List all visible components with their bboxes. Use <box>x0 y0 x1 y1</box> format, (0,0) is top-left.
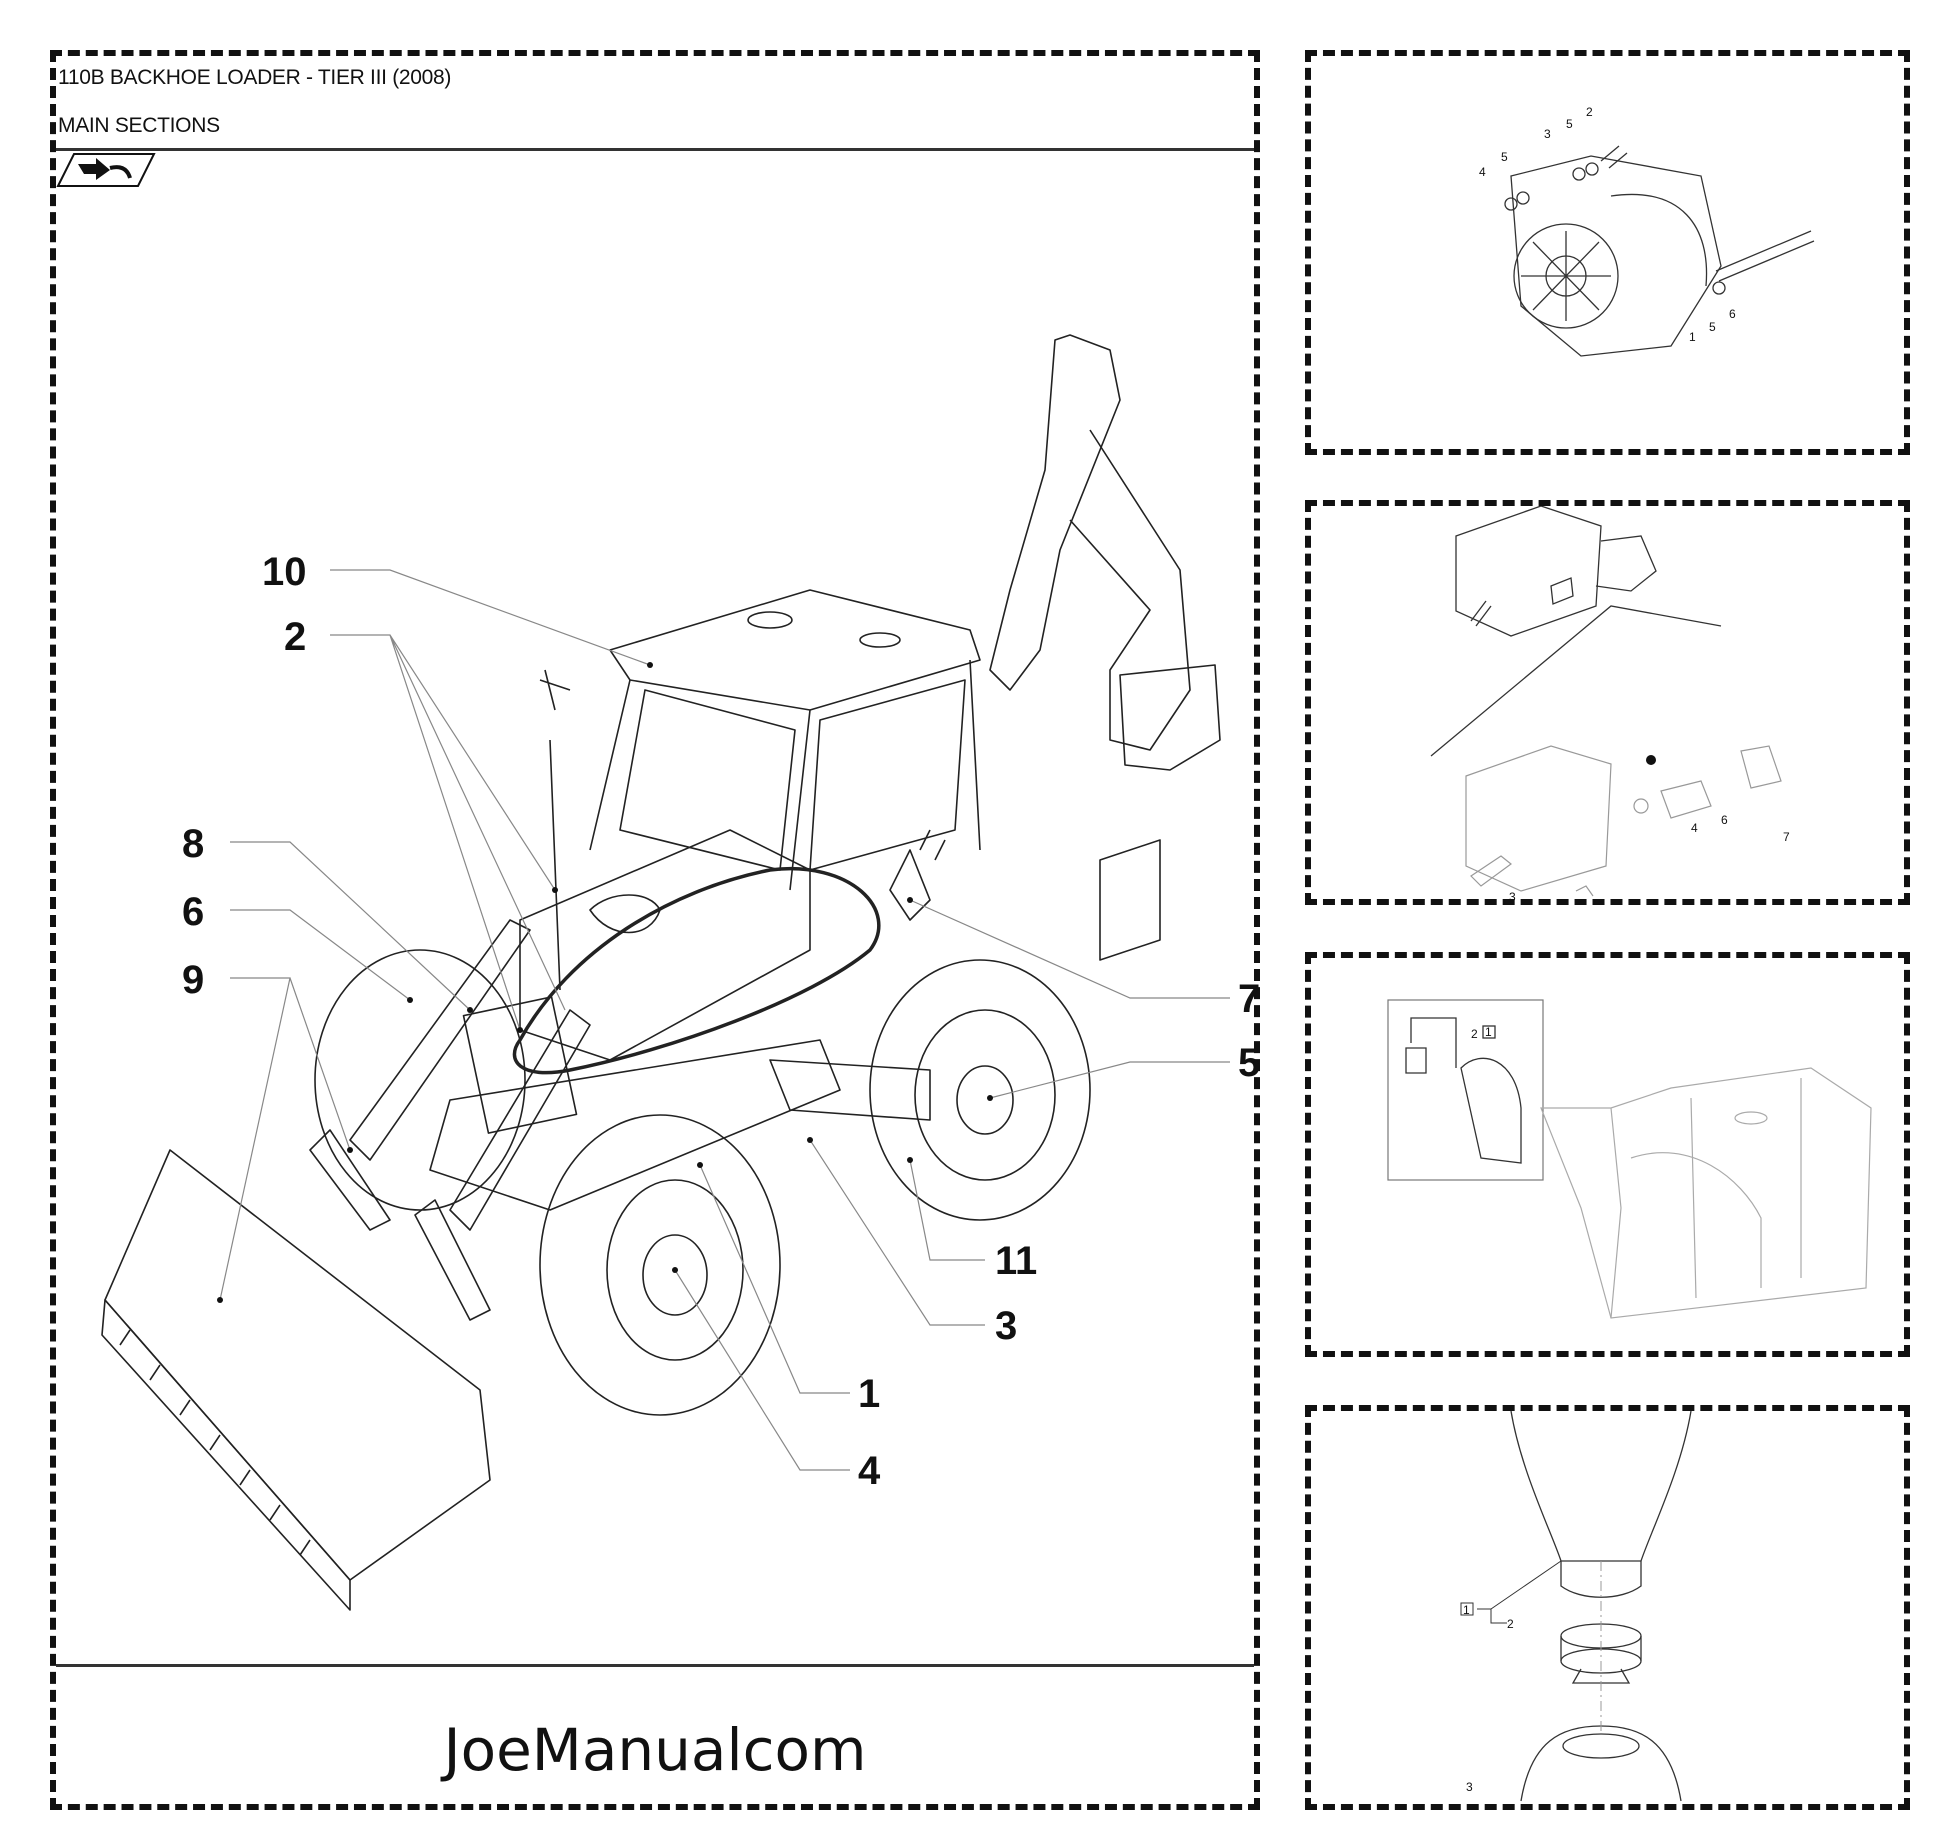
thumbnail-valve-block[interactable]: 3 4 6 7 <box>1305 500 1910 905</box>
callout-3: 3 <box>995 1304 1017 1348</box>
callout-1: 1 <box>858 1372 880 1416</box>
svg-text:3: 3 <box>1466 1780 1473 1794</box>
svg-text:4: 4 <box>1691 821 1698 835</box>
callout-8: 8 <box>182 822 204 866</box>
callout-10: 10 <box>262 550 307 594</box>
svg-text:4: 4 <box>1479 165 1486 179</box>
valve-block-diagram: 3 4 6 7 <box>1430 506 1790 901</box>
thumbnail-cab-mirror[interactable]: 2 1 <box>1305 952 1910 1357</box>
footer-rule <box>56 1664 1254 1667</box>
svg-text:3: 3 <box>1509 890 1516 901</box>
svg-text:6: 6 <box>1721 813 1728 827</box>
page-subtitle: MAIN SECTIONS <box>58 114 220 137</box>
callout-11: 11 <box>995 1239 1037 1283</box>
cab-mirror-diagram: 2 1 <box>1387 999 1872 1319</box>
alternator-diagram: 4 5 3 5 2 1 5 6 <box>1479 105 1815 357</box>
svg-text:1: 1 <box>1463 1603 1470 1617</box>
return-arrow-icon <box>78 158 110 180</box>
header-rule <box>56 148 1254 151</box>
callout-6: 6 <box>182 890 204 934</box>
svg-text:7: 7 <box>1783 830 1790 844</box>
callout-7: 7 <box>1238 977 1260 1021</box>
callout-4: 4 <box>858 1449 881 1493</box>
svg-text:6: 6 <box>1729 307 1736 321</box>
back-arrow-button[interactable] <box>56 152 156 188</box>
thumbnail-filter[interactable]: 1 2 3 <box>1305 1405 1910 1810</box>
svg-text:2: 2 <box>1586 105 1593 119</box>
callout-5: 5 <box>1238 1041 1260 1085</box>
svg-text:2: 2 <box>1507 1617 1514 1631</box>
callout-9: 9 <box>182 958 204 1002</box>
svg-text:3: 3 <box>1544 127 1551 141</box>
svg-text:5: 5 <box>1566 117 1573 131</box>
filter-diagram: 1 2 3 <box>1460 1411 1692 1802</box>
svg-text:1: 1 <box>1485 1025 1492 1039</box>
svg-text:1: 1 <box>1689 330 1696 344</box>
backhoe-loader-diagram: 10 2 8 6 9 7 5 11 3 1 4 <box>101 334 1260 1611</box>
watermark: JoeManualcom <box>443 1716 867 1784</box>
callout-2: 2 <box>284 615 306 659</box>
svg-text:2: 2 <box>1471 1027 1478 1041</box>
svg-text:5: 5 <box>1501 150 1508 164</box>
thumbnail-alternator[interactable]: 4 5 3 5 2 1 5 6 <box>1305 50 1910 455</box>
svg-text:5: 5 <box>1709 320 1716 334</box>
main-section-panel: 110B BACKHOE LOADER - TIER III (2008) MA… <box>50 50 1260 1810</box>
page-title: 110B BACKHOE LOADER - TIER III (2008) <box>58 66 452 89</box>
